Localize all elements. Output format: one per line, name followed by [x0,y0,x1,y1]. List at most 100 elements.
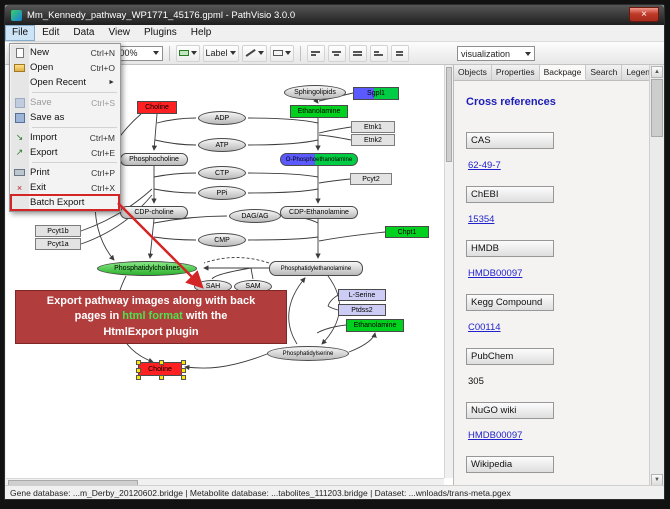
selection-handle[interactable] [136,360,141,365]
xref-link[interactable]: C00114 [468,322,501,333]
pathvisio-window: Mm_Kennedy_pathway_WP1771_45176.gpml - P… [4,4,665,500]
sidebar-scrollbar[interactable]: ▲ ▼ [649,65,664,487]
menu-data[interactable]: Data [73,27,95,38]
menu-view[interactable]: View [108,27,130,38]
xref-link[interactable]: 62-49-7 [468,160,501,171]
datanode-dropdown[interactable] [175,44,200,62]
stack-button[interactable] [390,44,409,62]
pathway-node-pcyt1a[interactable]: Pcyt1a [35,238,81,250]
selection-handle[interactable] [136,368,141,373]
pathway-node-cmp[interactable]: CMP [198,233,246,247]
pathway-node-choline-selected[interactable]: Choline [136,360,186,380]
pathway-node-sphingolipids[interactable]: Sphingolipids [284,85,346,100]
menu-help[interactable]: Help [190,27,212,38]
distribute-button[interactable] [369,44,388,62]
chevron-down-icon [229,51,236,55]
label-button-text: Label [205,48,228,58]
title-bar: Mm_Kennedy_pathway_WP1771_45176.gpml - P… [5,5,664,25]
selection-handle[interactable] [181,375,186,380]
toolbar-separator [299,45,301,61]
menu-item-batch-export[interactable]: Batch Export [10,194,120,211]
pathway-node-choline[interactable]: Choline [137,101,177,114]
menu-item-export[interactable]: ↗ Export Ctrl+E [11,145,119,160]
pathway-node-phosphatidylserine[interactable]: Phosphatidylserine [267,346,349,361]
pathway-node-dag-ag[interactable]: DAG/AG [229,209,281,223]
pathway-node-pcyt1b[interactable]: Pcyt1b [35,225,81,237]
selection-handle[interactable] [181,368,186,373]
chevron-down-icon [257,51,264,55]
menu-plugins[interactable]: Plugins [143,27,177,38]
xref-link[interactable]: HMDB00097 [468,268,523,279]
pathway-node-atp[interactable]: ATP [198,138,246,152]
canvas-vertical-scrollbar[interactable] [444,65,453,478]
pathway-node-phosphatidylcholines[interactable]: Phosphatidylcholines [97,261,197,276]
xref-header[interactable]: PubChem [466,348,554,365]
menu-item-print[interactable]: Print Ctrl+P [11,165,119,180]
pathway-node-ethanolamine-2[interactable]: Ethanolamine [346,319,404,332]
xref-link[interactable]: HMDB00097 [468,430,523,441]
menu-bar: File Edit Data View Plugins Help [5,25,664,42]
xref-section-hmdb: HMDB HMDB00097 [466,240,637,281]
pathway-node-ptdss2[interactable]: Ptdss2 [338,304,386,316]
tab-objects[interactable]: Objects [454,65,492,80]
pathway-node-phosphocholine[interactable]: Phosphocholine [120,153,188,166]
pathway-node-cdp-ethanolamine[interactable]: CDP-Ethanolamine [280,206,358,219]
pathway-node-sgpl1[interactable]: Sgpl1 [353,87,399,100]
tab-properties[interactable]: Properties [491,65,540,80]
app-icon [11,9,22,21]
pathway-node-etnk2[interactable]: Etnk2 [351,134,395,146]
tab-search[interactable]: Search [586,65,623,80]
selection-handle[interactable] [159,375,164,380]
selection-handle[interactable] [136,375,141,380]
xref-header[interactable]: ChEBI [466,186,554,203]
cross-references-heading: Cross references [466,96,556,108]
pathway-node-ctp[interactable]: CTP [198,166,246,180]
xref-header[interactable]: NuGO wiki [466,402,554,419]
menu-item-save[interactable]: Save Ctrl+S [11,95,119,110]
pathway-node-chpt1[interactable]: Chpt1 [385,226,429,238]
xref-header[interactable]: HMDB [466,240,554,257]
menu-separator [32,162,117,163]
visualization-combobox[interactable]: visualization [457,46,535,61]
xref-section-wikipedia: Wikipedia Choline [466,456,637,487]
tab-backpage[interactable]: Backpage [539,65,587,80]
shape-tool-dropdown[interactable] [269,44,294,62]
selection-handle[interactable] [181,360,186,365]
menu-item-open-recent[interactable]: Open Recent ► [30,77,115,88]
align-top-button[interactable] [348,44,367,62]
label-dropdown[interactable]: Label [202,44,239,62]
pathway-node-l-serine[interactable]: L-Serine [338,289,386,301]
align-center-icon [332,50,342,57]
pathway-node-phosphatidylethanolamine[interactable]: Phosphatidylethanolamine [269,261,363,276]
align-left-button[interactable] [306,44,325,62]
menu-item-exit[interactable]: × Exit Ctrl+X [11,180,119,195]
zoom-combobox[interactable]: 100% [110,45,163,61]
export-arrow-icon: ↗ [15,147,24,157]
callout-line-2: pages in html format with the [74,310,228,323]
menu-item-open[interactable]: Open Ctrl+O [11,60,119,75]
scrollbar-thumb[interactable] [446,67,452,162]
scrollbar-thumb[interactable] [651,79,663,137]
menu-item-import[interactable]: ↘ Import Ctrl+M [11,130,119,145]
align-center-button[interactable] [327,44,346,62]
xref-header[interactable]: Kegg Compound [466,294,554,311]
pathway-node-ppi[interactable]: PPi [198,186,246,200]
pathway-node-ethanolamine[interactable]: Ethanolamine [290,105,348,118]
xref-section-nugo: NuGO wiki HMDB00097 [466,402,637,443]
pathway-node-pcyt2[interactable]: Pcyt2 [350,173,392,185]
xref-header[interactable]: Wikipedia [466,456,554,473]
menu-edit[interactable]: Edit [42,27,60,38]
menu-item-new[interactable]: New Ctrl+N [11,45,119,60]
menu-file[interactable]: File [5,25,36,41]
xref-link[interactable]: 15354 [468,214,495,225]
pathway-node-adp[interactable]: ADP [198,111,246,125]
xref-header[interactable]: CAS [466,132,554,149]
pathway-node-o-phosphoethanolamine[interactable]: O-Phosphoethanolamine [280,153,358,166]
pathway-node-cdp-choline[interactable]: CDP-choline [120,206,188,219]
selection-handle[interactable] [159,360,164,365]
scroll-up-icon[interactable]: ▲ [651,66,663,78]
close-button[interactable]: × [629,7,659,22]
pathway-node-etnk1[interactable]: Etnk1 [351,121,395,133]
menu-item-save-as[interactable]: Save as [11,110,119,125]
line-tool-dropdown[interactable] [241,44,267,62]
